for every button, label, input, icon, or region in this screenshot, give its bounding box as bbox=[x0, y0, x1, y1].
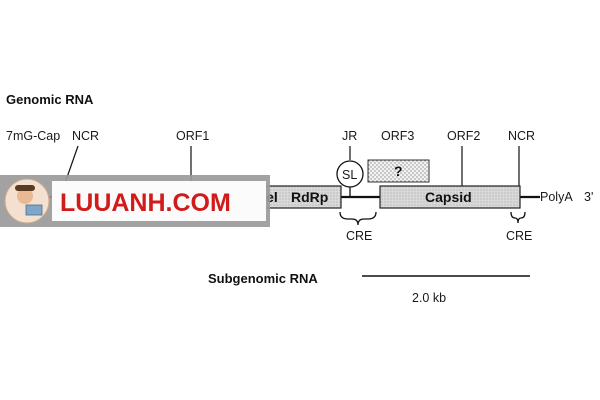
polya-label: PolyA bbox=[540, 190, 573, 204]
orf3-label: ORF3 bbox=[381, 129, 414, 143]
cap-label: 7mG-Cap bbox=[6, 129, 60, 143]
ncr3-label: NCR bbox=[508, 129, 535, 143]
mascot-face bbox=[17, 188, 33, 204]
scale-label: 2.0 kb bbox=[412, 291, 446, 305]
orf3-box-label: ? bbox=[394, 163, 403, 179]
watermark-text: LUUANH.COM bbox=[60, 189, 231, 217]
subgenomic-rna-title: Subgenomic RNA bbox=[208, 271, 318, 286]
genomic-rna-title: Genomic RNA bbox=[6, 92, 94, 107]
mascot-laptop bbox=[25, 204, 43, 216]
watermark: LUUANH.COM bbox=[0, 175, 270, 227]
watermark-inner bbox=[52, 181, 266, 221]
cre1-label: CRE bbox=[346, 229, 372, 243]
sl-loop bbox=[336, 160, 364, 188]
cre1-brace bbox=[339, 211, 377, 226]
rdrp-label: RdRp bbox=[291, 189, 328, 205]
mascot-hair bbox=[15, 185, 35, 191]
cre2-brace bbox=[510, 211, 526, 224]
three-prime-label: 3' bbox=[584, 190, 593, 204]
capsid-label: Capsid bbox=[425, 189, 472, 205]
orf1-label: ORF1 bbox=[176, 129, 209, 143]
sl-label: SL bbox=[342, 168, 357, 182]
cre2-label: CRE bbox=[506, 229, 532, 243]
orf2-label: ORF2 bbox=[447, 129, 480, 143]
orf3-box bbox=[367, 159, 430, 183]
capsid-box bbox=[379, 185, 521, 209]
jr-label: JR bbox=[342, 129, 357, 143]
ncr5-label: NCR bbox=[72, 129, 99, 143]
